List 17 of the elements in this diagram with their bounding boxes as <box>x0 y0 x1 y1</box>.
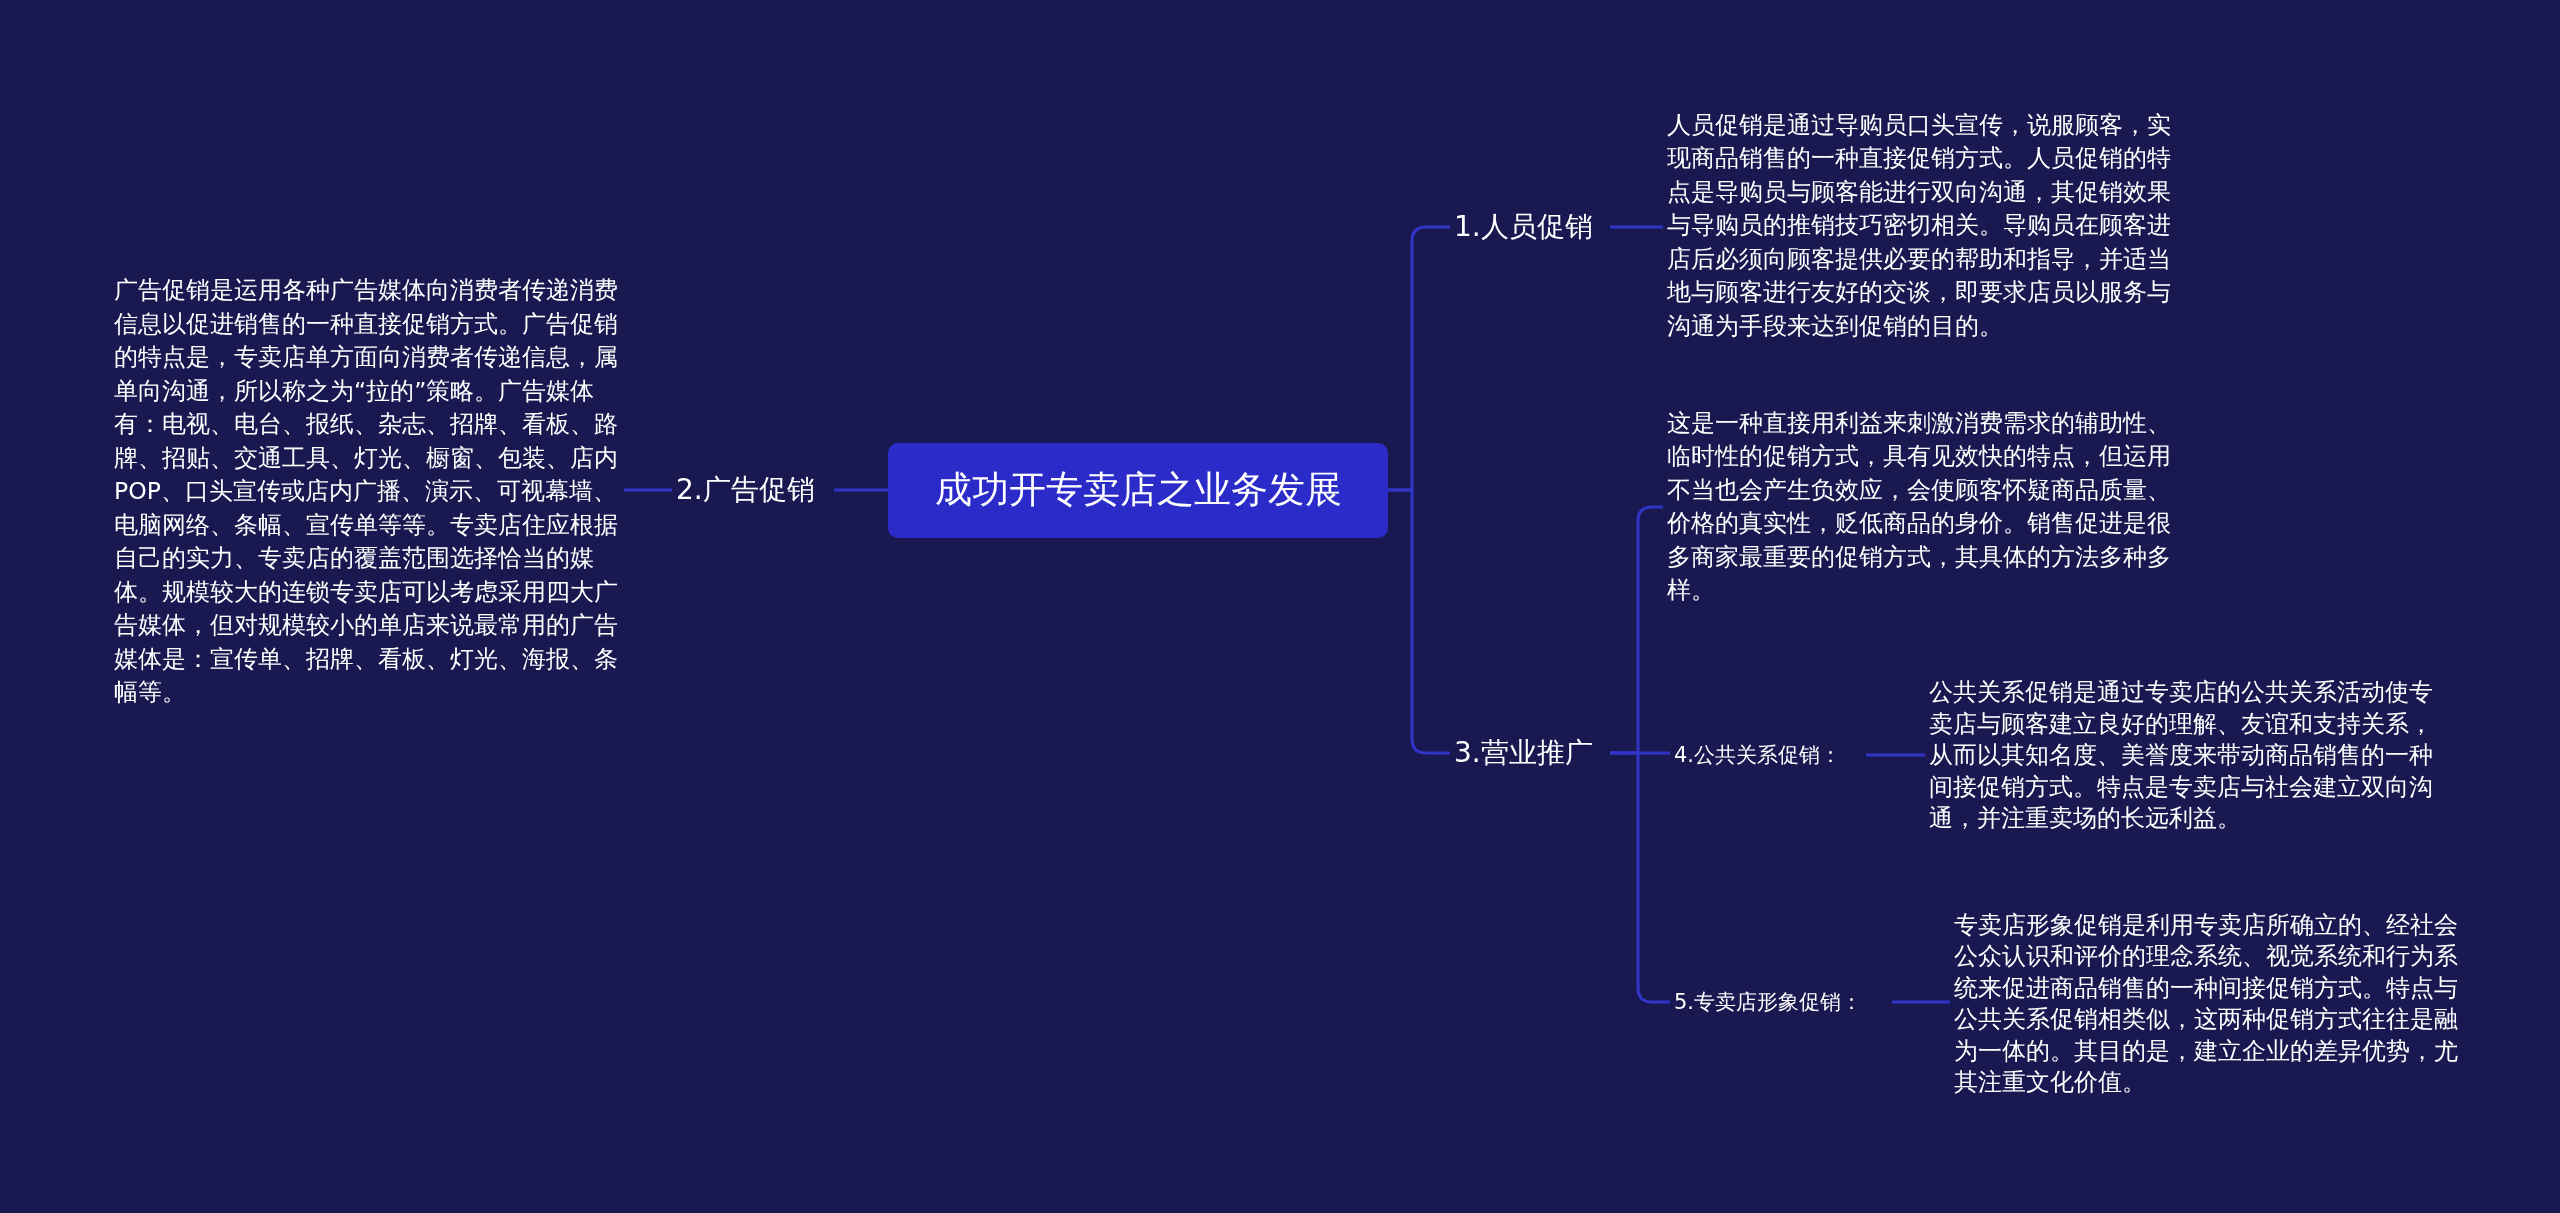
subtopic-label: 5.专卖店形象促销： <box>1670 986 1892 1018</box>
connector-line <box>1610 225 1663 229</box>
central-topic: 成功开专卖店之业务发展 <box>888 442 1388 538</box>
connector-line <box>624 488 672 492</box>
connector-line <box>1892 1000 1950 1004</box>
connector-line <box>834 488 888 492</box>
connector-line <box>1388 488 1450 755</box>
description-text: 这是一种直接用利益来刺激消费需求的辅助性、临时性的促销方式，具有见效快的特点，但运用不当也会产生负效应，会使顾客怀疑商品质量、价格的真实性，贬低商品的身价。销售促进是很多商家最重要的促销方式，其具体的方法多种多样。 <box>1663 406 2178 608</box>
connector-line <box>1866 753 1925 757</box>
subtopic-label: 4.公共关系促销： <box>1670 739 1866 771</box>
topic-label: 2.广告促销 <box>672 469 834 511</box>
topic-label: 3.营业推广 <box>1450 732 1610 774</box>
description-text: 广告促销是运用各种广告媒体向消费者传递消费信息以促进销售的一种直接促销方式。广告促销的特点是，专卖店单方面向消费者传递信息，属单向沟通，所以称之为“拉的”策略。广告媒体有：电视、电台、报纸、杂志、招牌、看板、路牌、招贴、交通工具、灯光、橱窗、包装、店内POP、口头宣传或店内广播、演示、可视幕墙、电脑网络、条幅、宣传单等等。专卖店住应根据自己的实力、专卖店的覆盖范围选择恰当的媒体。规模较大的连锁专卖店可以考虑采用四大广告媒体，但对规模较小的单店来说最常用的广告媒体是：宣传单、招牌、看板、灯光、海报、条幅等。 <box>110 274 624 710</box>
description-text: 公共关系促销是通过专卖店的公共关系活动使专卖店与顾客建立良好的理解、友谊和支持关系，从而以其知名度、美誉度来带动商品销售的一种间接促销方式。特点是专卖店与社会建立双向沟通，并注重卖场的长远利益。 <box>1925 677 2440 835</box>
description-text: 专卖店形象促销是利用专卖店所确立的、经社会公众认识和评价的理念系统、视觉系统和行为系统来促进商品销售的一种间接促销方式。特点与公共关系促销相类似，这两种促销方式往往是融为一体的。其目的是，建立企业的差异优势，尤其注重文化价值。 <box>1950 909 2465 1099</box>
topic-label: 1.人员促销 <box>1450 206 1610 248</box>
description-text: 人员促销是通过导购员口头宣传，说服顾客，实现商品销售的一种直接促销方式。人员促销的特点是导购员与顾客能进行双向沟通，其促销效果与导购员的推销技巧密切相关。导购员在顾客进店后必须向顾客提供必要的帮助和指导，并适当地与顾客进行友好的交谈，即要求店员以服务与沟通为手段来达到促销的目的。 <box>1663 108 2178 343</box>
